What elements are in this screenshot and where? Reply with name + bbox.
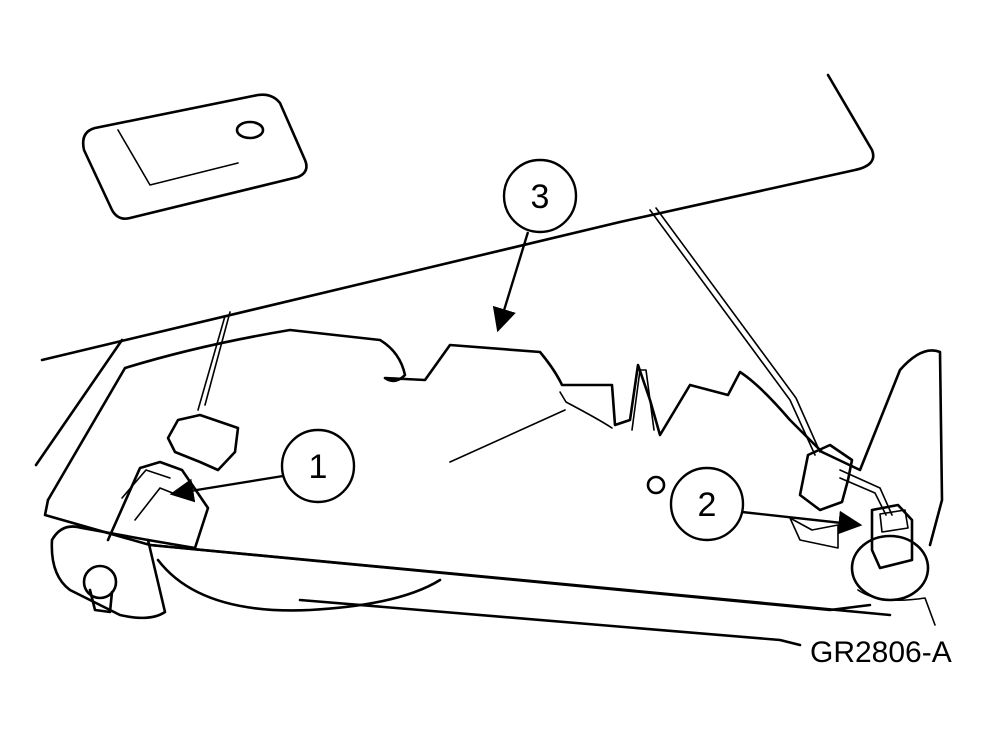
- latch-assembly-left: [50, 460, 210, 620]
- leader-arrow-2: [741, 510, 863, 535]
- latch-cables: [197, 207, 893, 516]
- cable-clip-left: [166, 413, 240, 472]
- cable-clip-right: [789, 443, 854, 549]
- callout-2: 2: [669, 466, 745, 542]
- callout-1-label: 1: [309, 448, 328, 486]
- glove-box-door: [43, 328, 944, 647]
- access-panel: [81, 93, 308, 220]
- callout-1: 1: [280, 428, 356, 504]
- striker-assembly-right: [850, 503, 936, 626]
- callout-3-label: 3: [531, 178, 550, 216]
- figure-code: GR2806-A: [810, 636, 952, 669]
- callout-2-label: 2: [698, 486, 717, 524]
- leader-arrow-3: [492, 231, 530, 333]
- leader-arrow-1: [169, 474, 284, 503]
- callout-3: 3: [502, 158, 578, 234]
- instrument-panel: [34, 73, 875, 467]
